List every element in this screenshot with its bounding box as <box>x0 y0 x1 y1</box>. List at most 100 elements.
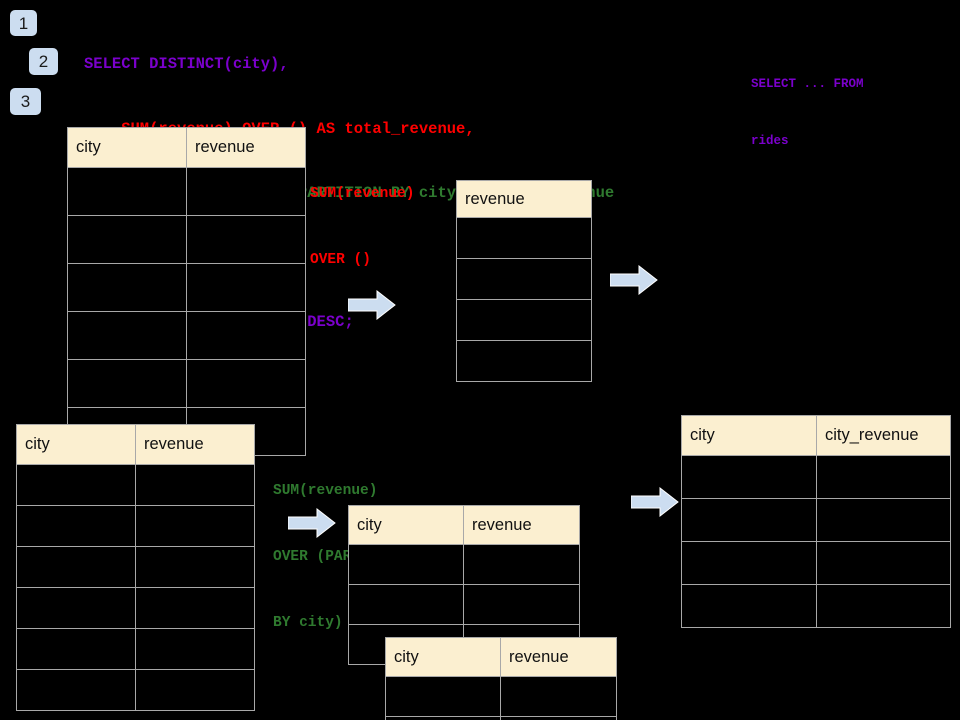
table-header-row: city revenue <box>348 505 580 545</box>
table-header-row: revenue <box>456 180 592 218</box>
cell-city <box>681 541 817 585</box>
sql-side-snippet: SELECT ... FROM rides <box>751 37 864 189</box>
column-header-city-revenue: city_revenue <box>816 415 951 456</box>
cell-revenue <box>463 544 580 585</box>
cell-city <box>16 669 136 711</box>
cell-revenue <box>135 546 255 588</box>
cell-revenue <box>456 217 592 259</box>
cell-revenue <box>186 359 306 408</box>
column-header-city: city <box>16 424 136 465</box>
cell-city <box>385 716 501 720</box>
cell-city <box>67 311 187 360</box>
column-header-city: city <box>385 637 501 677</box>
table-row <box>681 498 951 542</box>
sum-over-empty-line-2: OVER () <box>310 252 371 268</box>
column-header-revenue: revenue <box>463 505 580 545</box>
cell-city <box>16 464 136 506</box>
cell-city <box>681 584 817 628</box>
cell-city <box>67 263 187 312</box>
table-header-row: city revenue <box>385 637 617 677</box>
table-row <box>16 505 255 547</box>
cell-revenue <box>135 587 255 629</box>
table-row <box>67 359 306 408</box>
cell-city-revenue <box>816 498 951 542</box>
cell-city <box>67 359 187 408</box>
step-badge-1: 1 <box>10 10 37 36</box>
step-badge-3: 3 <box>10 88 41 115</box>
table-row <box>456 299 592 341</box>
step-badge-2: 2 <box>29 48 58 75</box>
sql-side-line-2: rides <box>751 134 789 148</box>
arrow-partition-to-result <box>631 487 679 517</box>
column-header-revenue: revenue <box>500 637 617 677</box>
arrow-source-to-partition <box>288 508 336 538</box>
cell-revenue <box>135 669 255 711</box>
column-header-revenue: revenue <box>135 424 255 465</box>
sql-line-select: SELECT DISTINCT(city), <box>84 55 289 73</box>
step-badge-3-label: 3 <box>20 92 31 111</box>
table-row <box>16 669 255 711</box>
cell-city <box>681 498 817 542</box>
table-row <box>348 544 580 585</box>
table-row <box>348 584 580 625</box>
cell-revenue <box>186 311 306 360</box>
column-header-revenue: revenue <box>186 127 306 168</box>
cell-revenue <box>135 505 255 547</box>
sum-over-empty-label: SUM(revenue) OVER () <box>310 139 414 315</box>
table-row <box>681 455 951 499</box>
table-row <box>456 340 592 382</box>
table-row <box>681 584 951 628</box>
cell-revenue <box>456 299 592 341</box>
cell-city <box>16 546 136 588</box>
arrow-total-to-result-top <box>610 265 658 295</box>
sql-side-line-1: SELECT ... FROM <box>751 77 864 91</box>
cell-city-revenue <box>816 584 951 628</box>
cell-city <box>348 544 464 585</box>
cell-city-revenue <box>816 541 951 585</box>
table-row <box>385 676 617 717</box>
cell-revenue <box>186 167 306 216</box>
cell-revenue <box>500 676 617 717</box>
rides-source-table-top: city revenue <box>67 127 306 456</box>
cell-revenue <box>186 215 306 264</box>
cell-city <box>67 215 187 264</box>
cell-city <box>16 587 136 629</box>
sum-over-empty-line-1: SUM(revenue) <box>310 186 415 202</box>
cell-revenue <box>456 340 592 382</box>
table-header-row: city city_revenue <box>681 415 951 456</box>
table-row <box>67 167 306 216</box>
column-header-city: city <box>348 505 464 545</box>
sum-over-partition-line-3: BY city) <box>273 615 343 631</box>
cell-revenue <box>463 584 580 625</box>
arrow-source-to-total <box>348 290 396 320</box>
city-revenue-result-table: city city_revenue <box>681 415 951 628</box>
table-row <box>456 258 592 300</box>
step-badge-2-label: 2 <box>38 52 49 71</box>
cell-revenue <box>135 628 255 670</box>
table-header-row: city revenue <box>16 424 255 465</box>
cell-city <box>16 505 136 547</box>
cell-revenue <box>456 258 592 300</box>
cell-revenue <box>500 716 617 720</box>
step-badge-1-label: 1 <box>18 13 29 33</box>
table-row <box>16 546 255 588</box>
cell-city <box>16 628 136 670</box>
cell-revenue <box>135 464 255 506</box>
rides-source-table-bottom: city revenue <box>16 424 255 711</box>
table-row <box>385 716 617 720</box>
table-row <box>681 541 951 585</box>
column-header-city: city <box>67 127 187 168</box>
table-row <box>67 215 306 264</box>
cell-city <box>348 584 464 625</box>
table-row <box>16 628 255 670</box>
table-row <box>67 311 306 360</box>
cell-city <box>67 167 187 216</box>
cell-city <box>681 455 817 499</box>
partition-table-front: city revenue <box>385 637 617 720</box>
column-header-revenue: revenue <box>456 180 592 218</box>
total-revenue-table: revenue <box>456 180 592 382</box>
cell-revenue <box>186 263 306 312</box>
table-row <box>67 263 306 312</box>
column-header-city: city <box>681 415 817 456</box>
